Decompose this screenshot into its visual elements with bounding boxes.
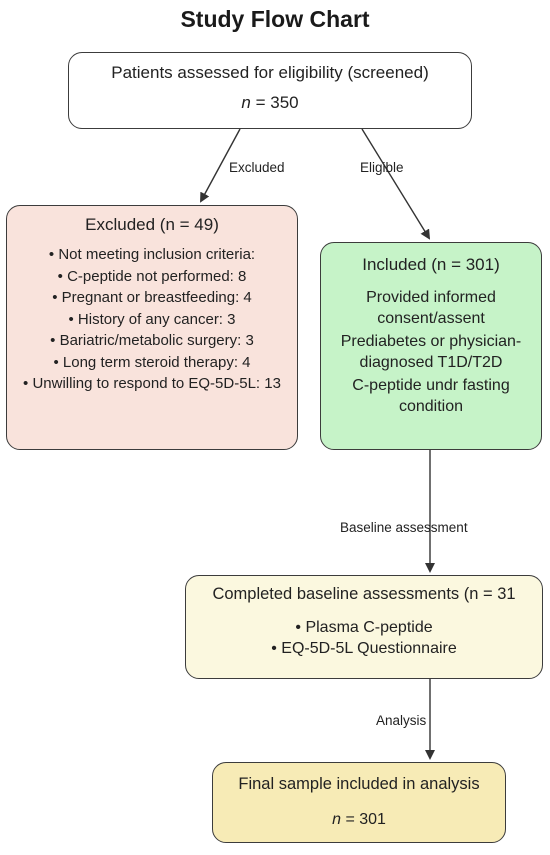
included-box: Included (n = 301) Provided informed con… <box>320 242 542 450</box>
screened-count: n = 350 <box>241 93 299 112</box>
list-item: • Long term steroid therapy: 4 <box>53 353 251 371</box>
arrow-to-excluded <box>200 128 241 203</box>
list-item: • EQ-5D-5L Questionnaire <box>271 640 457 657</box>
list-item: • Unwilling to respond to EQ-5D-5L: 13 <box>23 375 281 392</box>
list-item: • Bariatric/metabolic surgery: 3 <box>50 332 254 349</box>
list-item: • Not meeting inclusion criteria: <box>48 246 256 263</box>
final-count: n = 301 <box>332 811 386 828</box>
included-header: Included (n = 301) <box>362 255 500 274</box>
excluded-reasons-list: • Not meeting inclusion criteria: • C-pe… <box>7 244 297 395</box>
list-item: • History of any cancer: 3 <box>68 310 236 328</box>
baseline-box: Completed baseline assessments (n = 31 •… <box>185 575 543 679</box>
excluded-header: Excluded (n = 49) <box>85 215 219 234</box>
arrow-label-baseline: Baseline assessment <box>340 520 468 535</box>
list-item: • Pregnant or breastfeeding: 4 <box>52 289 252 306</box>
arrow-to-included <box>361 128 431 240</box>
arrow-label-excluded: Excluded <box>229 160 285 175</box>
list-item: • C-peptide not performed: 8 <box>57 267 247 285</box>
screened-label: Patients assessed for eligibility (scree… <box>111 63 429 82</box>
final-label: Final sample included in analysis <box>238 775 480 793</box>
screened-box: Patients assessed for eligibility (scree… <box>68 52 472 129</box>
excluded-box: Excluded (n = 49) • Not meeting inclusio… <box>6 205 298 450</box>
list-item: Prediabetes or physician-diagnosed T1D/T… <box>340 333 522 371</box>
list-item: C-peptide undr fasting condition <box>352 377 510 415</box>
list-item: Provided informed consent/assent <box>366 289 496 327</box>
baseline-assessments-list: • Plasma C-peptide • EQ-5D-5L Questionna… <box>186 617 542 659</box>
list-item: • Plasma C-peptide <box>295 619 433 636</box>
final-box: Final sample included in analysis n = 30… <box>212 762 506 843</box>
baseline-header: Completed baseline assessments (n = 31 <box>212 585 516 603</box>
arrow-label-eligible: Eligible <box>360 160 404 175</box>
arrow-label-analysis: Analysis <box>376 713 427 728</box>
included-criteria-list: Provided informed consent/assent Prediab… <box>321 287 541 417</box>
page-title: Study Flow Chart <box>180 6 370 32</box>
